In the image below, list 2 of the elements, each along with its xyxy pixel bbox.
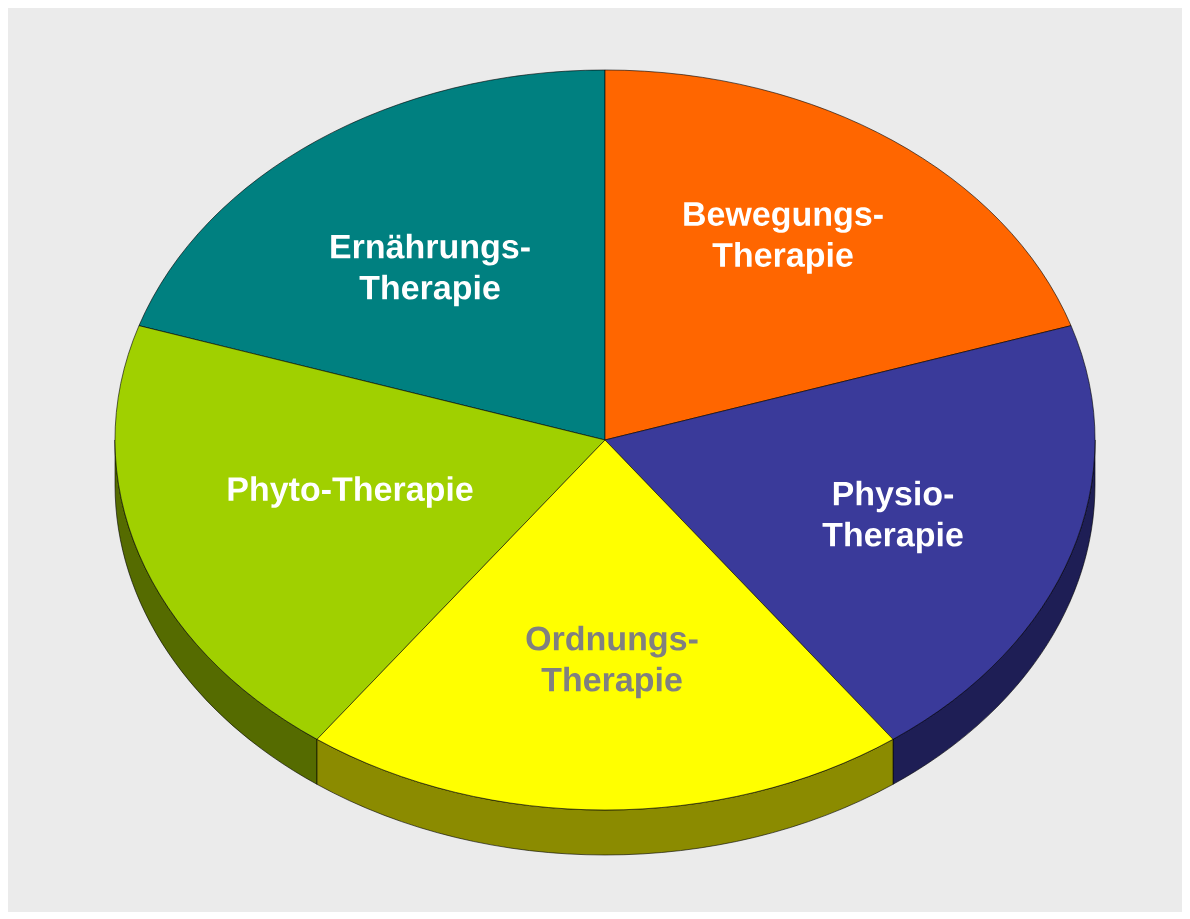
pie-slice: Ernährungs- Therapie: [138, 69, 606, 441]
pie-slice: Bewegungs- Therapie: [604, 69, 1072, 441]
